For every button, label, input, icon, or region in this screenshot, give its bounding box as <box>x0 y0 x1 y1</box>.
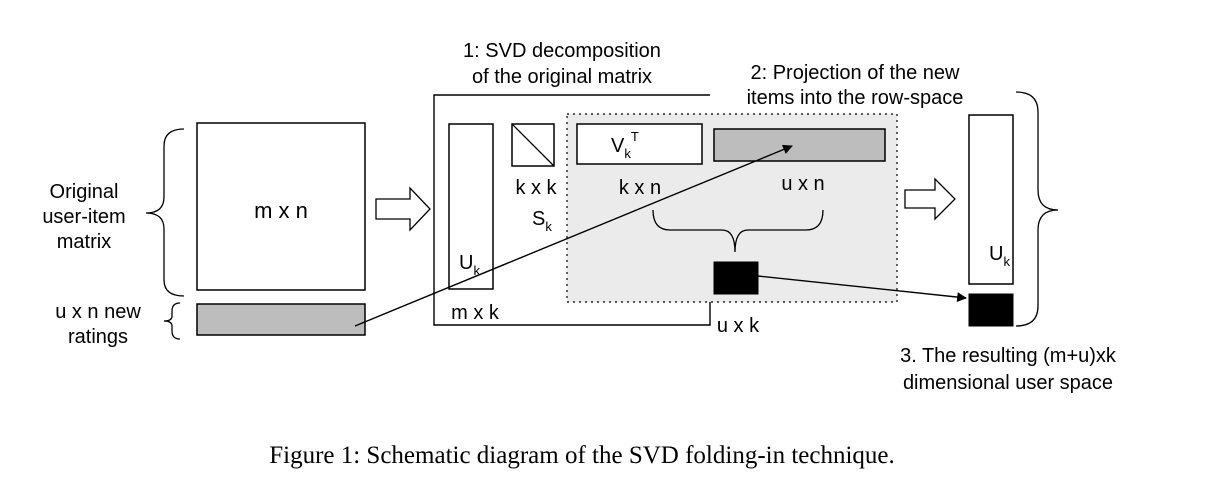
uk-dim-label: m x k <box>451 302 500 324</box>
projected-ratings-bar <box>713 128 886 162</box>
result-uk-matrix <box>968 114 1014 285</box>
figure-caption: Figure 1: Schematic diagram of the SVD f… <box>269 442 895 469</box>
sk-dim-label: k x k <box>515 177 557 199</box>
vkt-dim-label: k x n <box>619 177 661 199</box>
projection-arrow <box>354 144 793 327</box>
original-matrix-dim-label: m x n <box>254 198 308 223</box>
vkt-label: VkT <box>611 129 639 161</box>
result-brace <box>1015 91 1059 327</box>
result-new-users-block <box>968 293 1014 327</box>
sk-diagonal <box>511 123 555 167</box>
original-matrix-label-2: user-item <box>42 206 125 228</box>
original-matrix-box <box>196 122 366 291</box>
step1-label-1: 1: SVD decomposition <box>463 40 661 62</box>
step2-label-2: items into the row-space <box>747 87 964 109</box>
step3-label-1: 3. The resulting (m+u)xk <box>900 345 1117 367</box>
result-uk-label: Uk <box>989 243 1010 269</box>
original-matrix-label-1: Original <box>50 181 119 203</box>
projected-block <box>713 261 759 295</box>
vkt-matrix <box>576 123 703 165</box>
new-ratings-label-2: ratings <box>68 326 128 348</box>
uk-matrix <box>448 123 494 290</box>
step2-label-1: 2: Projection of the new <box>750 62 960 84</box>
svd-decomposition-frame <box>433 94 711 326</box>
sk-label: Sk <box>532 208 552 234</box>
new-ratings-label-1: u x n new <box>55 301 141 323</box>
uk-label: Uk <box>459 252 480 278</box>
projected-ratings-dim-label: u x n <box>781 173 824 195</box>
hollow-arrow-2 <box>904 177 956 221</box>
projected-block-dim-label: u x k <box>717 315 760 337</box>
new-ratings-bar <box>196 303 366 336</box>
step1-label-2: of the original matrix <box>472 66 652 88</box>
hollow-arrow-1 <box>375 186 431 232</box>
result-arrow <box>757 275 967 302</box>
original-matrix-label-3: matrix <box>57 231 111 253</box>
projection-brace <box>652 209 824 253</box>
step3-label-2: dimensional user space <box>903 372 1113 394</box>
original-matrix-brace <box>145 128 185 297</box>
new-ratings-brace <box>163 302 181 340</box>
